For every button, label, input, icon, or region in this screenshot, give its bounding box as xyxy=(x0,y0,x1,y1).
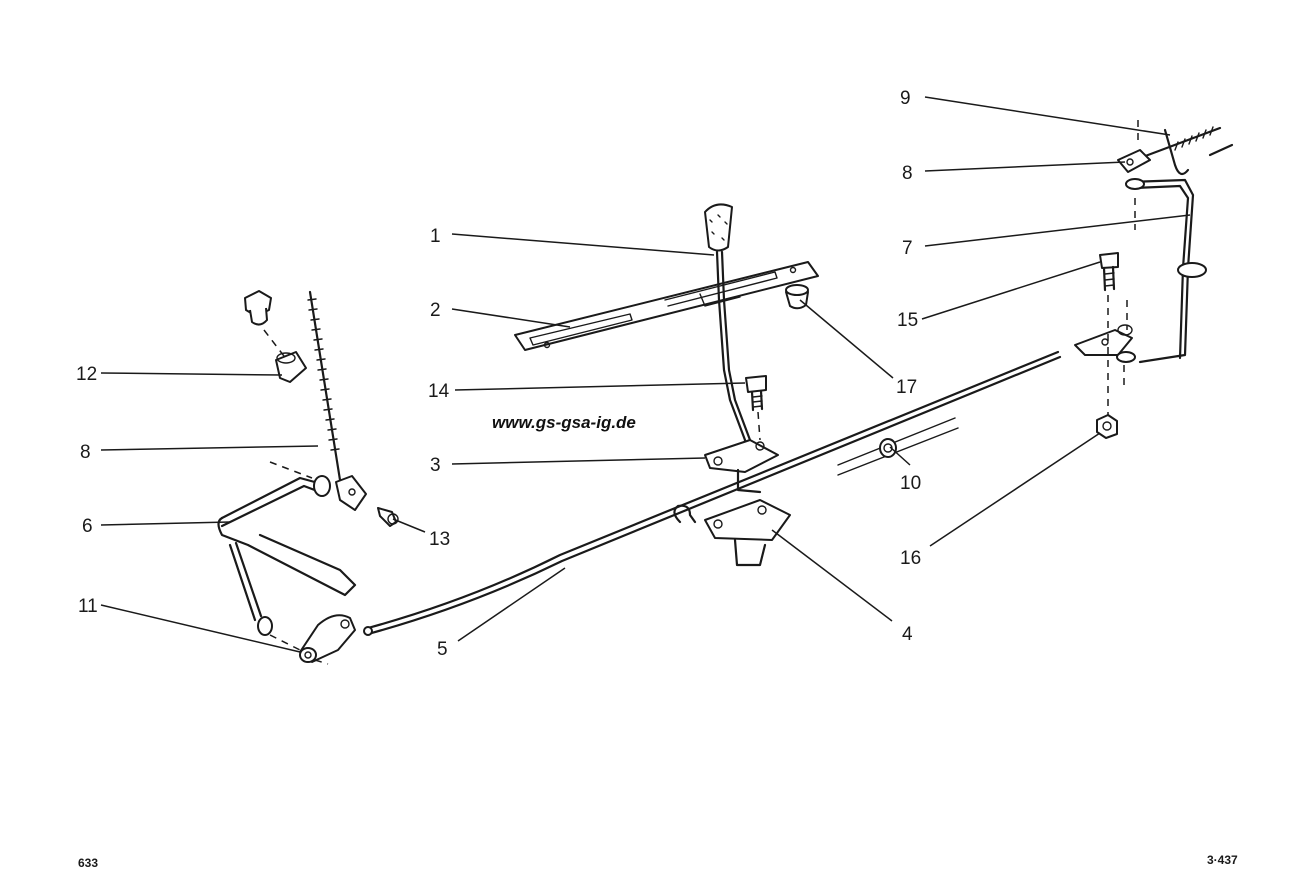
gate-plate-part xyxy=(514,261,819,351)
website-watermark: www.gs-gsa-ig.de xyxy=(492,413,636,432)
callout-10: 10 xyxy=(900,473,921,494)
callout-17: 17 xyxy=(896,377,917,398)
left-linkage-part xyxy=(217,290,399,665)
callout-16: 16 xyxy=(900,548,921,569)
callout-5: 5 xyxy=(437,639,448,660)
bushing-part xyxy=(785,284,809,310)
callout-13: 13 xyxy=(429,529,450,550)
callout-8-right: 8 xyxy=(902,163,913,184)
right-linkage-part xyxy=(1074,120,1234,439)
callout-4: 4 xyxy=(902,624,913,645)
gear-rod-part xyxy=(363,350,1062,636)
callout-1: 1 xyxy=(430,226,441,247)
gear-lever-part xyxy=(704,203,752,462)
callout-8-left: 8 xyxy=(80,442,91,463)
callout-2: 2 xyxy=(430,300,441,321)
bolt-part xyxy=(745,375,767,441)
page-number: 633 xyxy=(78,856,98,870)
callout-15: 15 xyxy=(897,310,918,331)
leader-lines xyxy=(100,96,1191,653)
callout-14: 14 xyxy=(428,381,450,402)
callout-7: 7 xyxy=(902,238,913,259)
callout-9: 9 xyxy=(900,88,911,109)
pivot-bracket-part xyxy=(704,439,779,494)
callout-11: 11 xyxy=(78,596,98,617)
callout-12: 12 xyxy=(76,364,97,385)
callout-6: 6 xyxy=(82,516,93,537)
selector-block-part xyxy=(673,499,791,567)
figure-code: 3·437 xyxy=(1207,853,1238,867)
callout-3: 3 xyxy=(430,455,441,476)
rod-nut-part xyxy=(837,417,959,476)
